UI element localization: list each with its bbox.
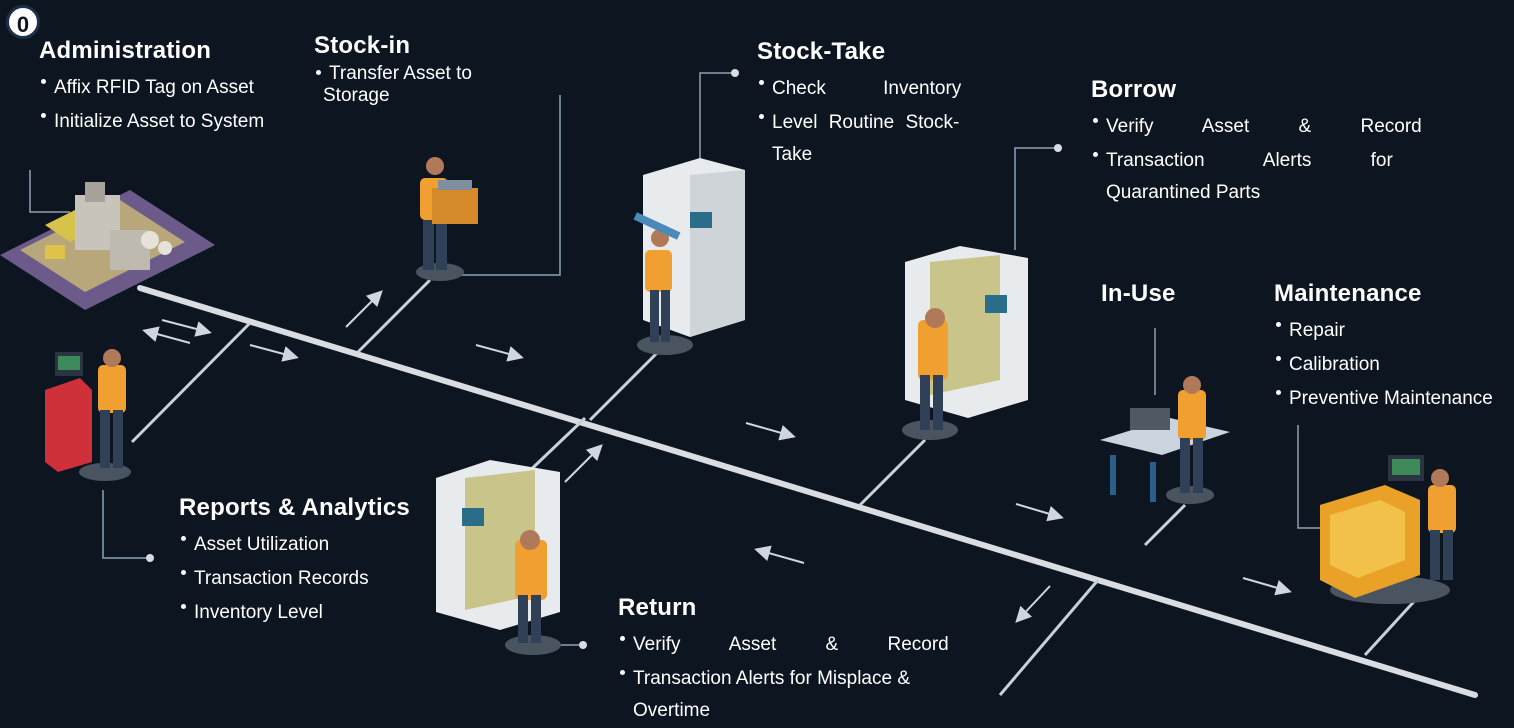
- callout-lines: [29, 72, 1330, 646]
- bullet-item: Level Routine Stock-: [757, 106, 959, 140]
- stage-title: Stock-in: [314, 32, 411, 59]
- stage-maintenance: Maintenance Repair Calibration Preventiv…: [1274, 280, 1493, 416]
- stage-title: Return: [618, 594, 697, 621]
- bullet-item: Asset Utilization: [179, 528, 410, 562]
- stage-stock-take: Stock-Take Check Inventory Level Routine…: [757, 38, 961, 172]
- stage-title: Maintenance: [1274, 280, 1422, 307]
- stage-stock-in: Stock-in Transfer Asset to Storage: [314, 32, 472, 108]
- worker-reports: [45, 349, 131, 481]
- bullet-item: Check Inventory: [757, 72, 961, 106]
- bullet-item: Affix RFID Tag on Asset: [39, 71, 264, 105]
- bullet-item: Transaction Alerts for: [1091, 144, 1393, 178]
- timeline-line: [137, 285, 1478, 698]
- bullet-item: Transaction Records: [179, 562, 410, 596]
- bullet-continuation: Overtime: [633, 700, 711, 721]
- bullet-item: Transfer Asset to: [314, 62, 472, 86]
- bullet-item: Initialize Asset to System: [39, 105, 264, 139]
- bullet-item: Repair: [1274, 314, 1493, 348]
- bullet-continuation: Storage: [323, 85, 390, 106]
- cabinet-stock-take: [633, 158, 745, 355]
- worker-stock-in: [416, 157, 478, 281]
- stage-return: Return Verify Asset & Record Transaction…: [618, 594, 949, 728]
- flow-arrows: [142, 290, 1292, 623]
- stage-administration: Administration Affix RFID Tag on Asset I…: [39, 37, 264, 139]
- stage-borrow: Borrow Verify Asset & Record Transaction…: [1091, 76, 1422, 210]
- stage-title: Borrow: [1091, 76, 1177, 103]
- stage-title: Reports & Analytics: [179, 494, 410, 521]
- bullet-continuation: Quarantined Parts: [1106, 182, 1261, 203]
- bullet-item: Inventory Level: [179, 596, 410, 630]
- bullet-continuation: Take: [772, 144, 813, 165]
- bullet-item: Verify Asset & Record: [618, 628, 949, 662]
- bullet-item: Calibration: [1274, 348, 1493, 382]
- step-badge: 0: [6, 5, 40, 39]
- stage-in-use: In-Use: [1101, 280, 1176, 314]
- cabinet-return: [436, 460, 561, 655]
- factory-illustration: [0, 182, 215, 310]
- stage-title: In-Use: [1101, 280, 1176, 307]
- worker-in-use: [1100, 376, 1230, 504]
- bullet-item: Transaction Alerts for Misplace &: [618, 662, 918, 696]
- bullet-item: Preventive Maintenance: [1274, 382, 1493, 416]
- stage-reports-analytics: Reports & Analytics Asset Utilization Tr…: [179, 494, 410, 630]
- stage-title: Stock-Take: [757, 38, 886, 65]
- cabinet-borrow: [902, 246, 1028, 440]
- connector-spurs: [130, 278, 1422, 696]
- machine-maintenance: [1320, 455, 1456, 604]
- stage-title: Administration: [39, 37, 212, 64]
- bullet-item: Verify Asset & Record: [1091, 110, 1422, 144]
